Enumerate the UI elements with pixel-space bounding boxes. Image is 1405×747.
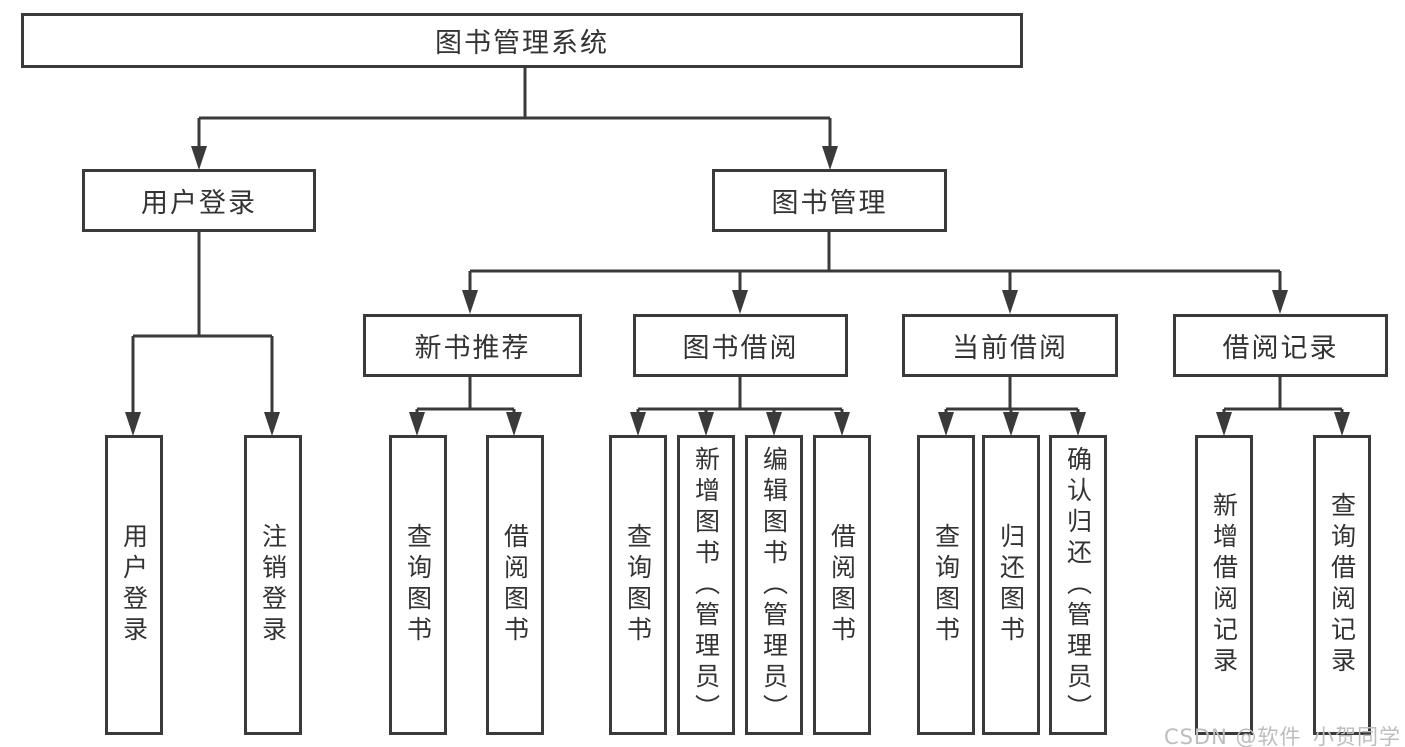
leaf-return-book-label: 归还图书 [996, 523, 1026, 647]
node-book-management: 图书管理 [712, 169, 947, 232]
leaf-borrow-books-label: 借阅图书 [827, 523, 857, 647]
leaf-add-book-admin-label: 新增图书（管理员） [691, 445, 721, 725]
leaf-borrow-books: 借阅图书 [813, 435, 871, 735]
leaf-logout: 注销登录 [244, 435, 302, 735]
leaf-query-books-recommend-label: 查询图书 [403, 523, 433, 647]
leaf-confirm-return-admin: 确认归还（管理员） [1049, 435, 1107, 735]
node-book-borrow-label: 图书借阅 [682, 333, 799, 364]
connector-borrow-records-group [1222, 377, 1344, 413]
leaf-return-book: 归还图书 [982, 435, 1040, 735]
leaf-query-books-current: 查询图书 [917, 435, 975, 735]
leaf-query-books-borrow: 查询图书 [609, 435, 667, 735]
leaf-user-login-label: 用户登录 [119, 523, 149, 647]
node-borrow-records-label: 借阅记录 [1222, 333, 1339, 364]
node-book-borrow: 图书借阅 [633, 314, 848, 377]
node-borrow-records: 借阅记录 [1173, 314, 1388, 377]
node-current-borrow-label: 当前借阅 [952, 333, 1068, 364]
arrowheads [125, 146, 1350, 436]
node-new-book-recommend: 新书推荐 [363, 314, 582, 377]
connector-book-mgmt-group [468, 232, 1282, 291]
leaf-confirm-return-admin-label: 确认归还（管理员） [1063, 445, 1093, 725]
connector-new-book-group [415, 377, 516, 413]
csdn-watermark: CSDN @软件_小贺同学 [1163, 725, 1401, 747]
leaf-logout-label: 注销登录 [258, 523, 288, 647]
leaf-borrow-books-recommend: 借阅图书 [486, 435, 544, 735]
node-current-borrow: 当前借阅 [902, 314, 1118, 377]
leaf-add-book-admin: 新增图书（管理员） [677, 435, 735, 735]
node-book-management-label: 图书管理 [771, 188, 888, 219]
connector-root [197, 68, 832, 148]
connector-current-borrow-group [944, 377, 1080, 413]
leaf-query-books-borrow-label: 查询图书 [623, 523, 653, 647]
connector-book-borrow-group [636, 377, 844, 413]
node-new-book-recommend-label: 新书推荐 [414, 333, 531, 364]
leaf-borrow-books-recommend-label: 借阅图书 [500, 523, 530, 647]
leaf-user-login: 用户登录 [105, 435, 163, 735]
node-library-system-label: 图书管理系统 [435, 28, 609, 59]
leaf-edit-book-admin: 编辑图书（管理员） [745, 435, 803, 735]
leaf-query-books-current-label: 查询图书 [931, 523, 961, 647]
connector-user-login-group [131, 232, 274, 413]
leaf-add-borrow-record-label: 新增借阅记录 [1209, 492, 1239, 678]
node-user-login: 用户登录 [82, 169, 316, 232]
node-user-login-label: 用户登录 [141, 188, 257, 219]
leaf-query-borrow-record: 查询借阅记录 [1313, 435, 1371, 735]
leaf-edit-book-admin-label: 编辑图书（管理员） [759, 445, 789, 725]
leaf-add-borrow-record: 新增借阅记录 [1195, 435, 1253, 735]
leaf-query-books-recommend: 查询图书 [389, 435, 447, 735]
leaf-query-borrow-record-label: 查询借阅记录 [1327, 492, 1357, 678]
node-library-system: 图书管理系统 [21, 13, 1023, 68]
